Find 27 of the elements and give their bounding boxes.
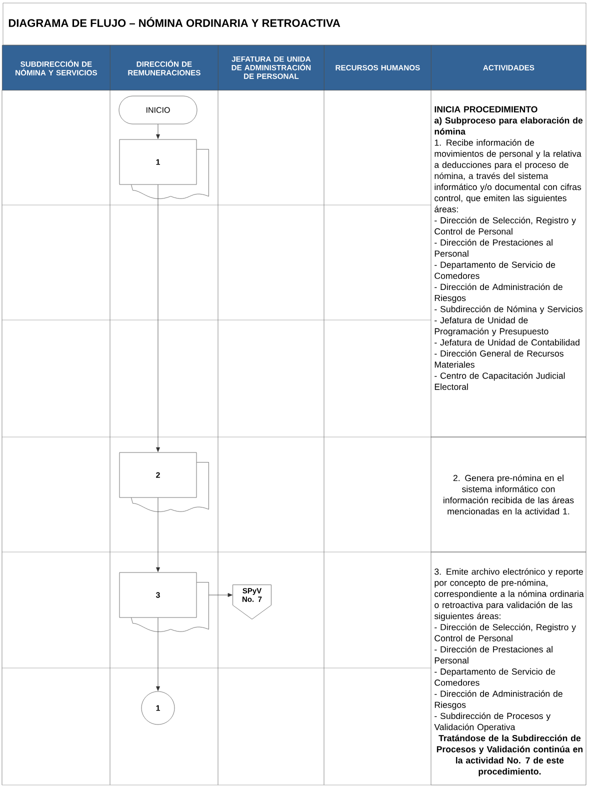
activity-text: - Dirección de Selección, Registro y Control de Personal [434,216,576,235]
activity-text: - Departamento de Servicio de Comedores [434,261,556,279]
activity-text: - Dirección de Prestaciones al Personal [434,646,552,664]
activity-text: 2. Genera pre-nómina en el sistema informático con información recibida de las áreas mencionadas en la actividad 1. [444,474,574,514]
activity-text: - Jefatura de Unidad de Contabilidad [434,339,580,346]
activity-text: INICIA PROCEDIMIENTO [434,106,538,112]
activity-text: - Subdirección de Nómina y Servicios [434,306,583,314]
activity-text: - Dirección General de Recursos Materiales [434,350,564,368]
activity-text: - Subdirección de Procesos y Validación Operativa [434,712,551,732]
activity-text: a) Subproceso para elaboración de nómina [434,117,583,135]
activity-text: - Dirección de Selección, Registro y Control de Personal [434,624,576,642]
activity-text: - Centro de Capacitación Judicial Electoral [434,372,565,390]
activity-text: Tratándose de la Subdirección de Procesos y Validación continúa en la actividad No. 7 de este procedimiento. [436,734,583,776]
activity-text: - Dirección de Prestaciones al Personal [434,239,552,257]
arrow [156,618,160,691]
activity-text: - Jefatura de Unidad de Programación y Presupuesto [434,316,548,336]
activity-text: 3. Emite archivo electrónico y reporte por concepto de pre-nómina, correspondiente a la nómina ordinaria o retroactiva para validación de las siguientes áreas: [434,568,584,621]
arrow [156,124,160,139]
activity-text: - Dirección de Administración de Riesgos [434,690,562,710]
activity-text: - Dirección de Administración de Riesgos [434,283,562,303]
activity-text: 1. Recibe información de movimientos de personal y la relativa a deducciones para el proceso de nómina, a través del sistema informático y/o documental con cifras control, que emiten las siguientes áreas: [434,139,582,212]
arrow [156,184,160,452]
arrow [156,498,160,572]
start-terminal: INICIO [118,96,198,124]
arrow [208,593,232,597]
title: DIAGRAMA DE FLUJO – NÓMINA ORDINARIA Y RETROACTIVA [8,17,340,27]
activity-text: - Departamento de Servicio de Comedores [434,668,556,686]
